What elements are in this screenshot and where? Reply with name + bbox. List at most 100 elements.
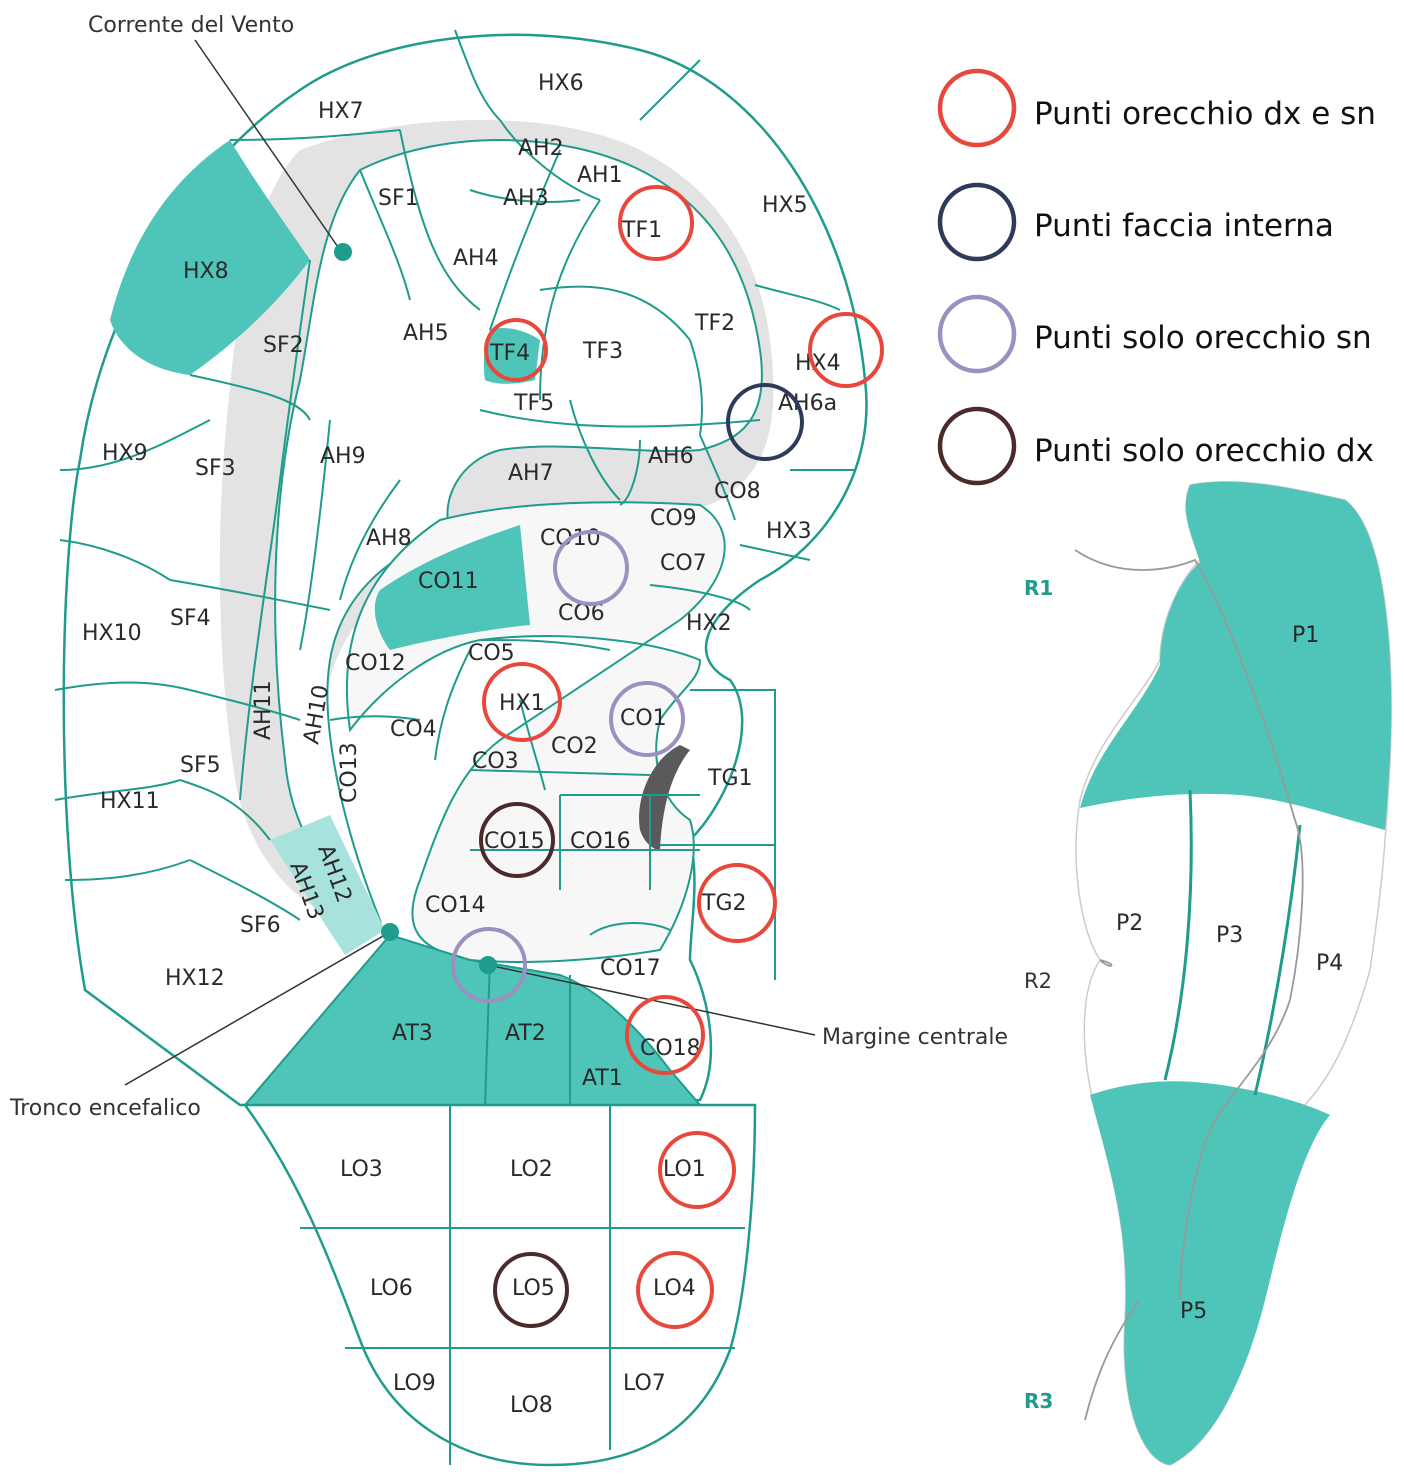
zone-HX8-fill (110, 140, 310, 375)
zone-LO9: LO9 (393, 1371, 436, 1396)
zone-CO16: CO16 (570, 829, 631, 854)
highlight-ring (636, 1251, 714, 1329)
legend-label: Punti solo orecchio dx (1034, 433, 1374, 469)
zone-HX11: HX11 (100, 789, 160, 814)
zone-AH2: AH2 (518, 136, 564, 161)
zone-LO1: LO1 (663, 1157, 706, 1182)
zone-AH3: AH3 (503, 186, 549, 211)
zone-AT1: AT1 (582, 1066, 623, 1091)
zone-CO11-fill (374, 525, 530, 650)
zone-LO7: LO7 (623, 1371, 666, 1396)
highlight-ring (726, 383, 804, 461)
highlight-ring (482, 662, 562, 742)
zone-CO12: CO12 (345, 651, 406, 676)
back-label-R2: R2 (1024, 969, 1052, 993)
zone-SF4: SF4 (170, 606, 211, 631)
zone-CO13: CO13 (337, 742, 362, 803)
zone-LO8: LO8 (510, 1393, 553, 1418)
margine-centrale-dot (479, 956, 497, 974)
legend-ring (937, 294, 1017, 374)
zone-LO2: LO2 (510, 1157, 553, 1182)
back-zone-P3: P3 (1216, 923, 1243, 948)
back-zone-P2: P2 (1116, 911, 1143, 936)
highlight-ring (658, 1131, 736, 1209)
annotation-corrente: Corrente del Vento (88, 13, 294, 38)
zone-AT2: AT2 (505, 1021, 546, 1046)
zone-TF4: TF4 (489, 341, 530, 366)
back-zone-P1: P1 (1292, 623, 1319, 648)
zone-CO9: CO9 (650, 506, 697, 531)
highlight-ring (479, 802, 555, 878)
zone-SF3: SF3 (195, 456, 236, 481)
ear-front-view: Corrente del Vento Tronco encefalico Mar… (9, 13, 1008, 1467)
tronco-encefalico-dot (381, 923, 399, 941)
zone-AT3: AT3 (392, 1021, 433, 1046)
zone-HX5: HX5 (762, 193, 808, 218)
zone-AH5: AH5 (403, 321, 449, 346)
zone-AH13-fill (270, 815, 385, 955)
zone-TF1: TF1 (621, 218, 662, 243)
ear-back-view: R1 R2 R3 P1 P2 P3 P4 P5 (1024, 480, 1392, 1466)
zone-TF3: TF3 (582, 339, 623, 364)
highlight-ring (553, 530, 629, 606)
legend-item: Punti orecchio dx e sn (937, 68, 1376, 148)
zone-CO4: CO4 (390, 717, 437, 742)
highlight-ring (697, 863, 777, 943)
zone-division-lines (54, 29, 855, 980)
zone-HX12: HX12 (165, 966, 225, 991)
back-zone-P5: P5 (1180, 1299, 1207, 1324)
zone-CO18: CO18 (640, 1036, 701, 1061)
zone-SF6: SF6 (240, 913, 281, 938)
highlight-ring (609, 681, 685, 757)
legend: Punti orecchio dx e sn Punti faccia inte… (937, 68, 1376, 486)
zone-HX8: HX8 (183, 259, 229, 284)
highlight-ring (484, 318, 548, 382)
zone-TF5: TF5 (513, 391, 554, 416)
zone-AH11: AH11 (251, 680, 276, 740)
zone-TG2: TG2 (701, 891, 746, 916)
zone-AH4: AH4 (453, 246, 499, 271)
zone-AH7: AH7 (508, 461, 554, 486)
zone-TF4-fill (483, 328, 540, 384)
zone-AH1: AH1 (577, 163, 623, 188)
zone-AH9: AH9 (320, 444, 366, 469)
legend-ring (937, 406, 1017, 486)
zone-CO15: CO15 (484, 829, 545, 854)
intertragic-notch (639, 745, 690, 850)
zone-HX3: HX3 (766, 519, 812, 544)
legend-label: Punti faccia interna (1034, 208, 1334, 244)
zone-AH8: AH8 (366, 526, 412, 551)
zone-CO8: CO8 (714, 479, 761, 504)
annotation-tronco: Tronco encefalico (9, 1096, 201, 1121)
back-view-lines (1074, 549, 1304, 1421)
back-zone-P1-fill (1080, 481, 1392, 830)
zone-HX10: HX10 (82, 621, 142, 646)
zone-HX2: HX2 (686, 611, 732, 636)
zone-CO7: CO7 (660, 551, 707, 576)
back-zone-P5-fill (1090, 1081, 1330, 1465)
zone-AH6a: AH6a (778, 391, 837, 416)
zone-CO14: CO14 (425, 893, 486, 918)
highlight-ring (451, 927, 527, 1003)
back-label-R3: R3 (1024, 1389, 1053, 1413)
zone-CO2: CO2 (551, 734, 598, 759)
zone-HX1: HX1 (499, 691, 545, 716)
legend-ring (937, 68, 1017, 148)
lobule-grid-lines (300, 959, 745, 1465)
zone-TF2: TF2 (694, 311, 735, 336)
zone-LO3: LO3 (340, 1157, 383, 1182)
corrente-del-vento-dot (334, 243, 352, 261)
zone-SF2: SF2 (263, 333, 304, 358)
legend-item: Punti solo orecchio dx (937, 406, 1374, 486)
highlight-ring (625, 995, 705, 1075)
zone-HX7: HX7 (318, 99, 364, 124)
zone-CO17: CO17 (600, 956, 661, 981)
zone-AH6: AH6 (648, 444, 694, 469)
zone-CO1: CO1 (620, 706, 667, 731)
back-zone-P4: P4 (1316, 951, 1343, 976)
legend-item: Punti faccia interna (937, 182, 1334, 262)
zone-LO4: LO4 (653, 1276, 696, 1301)
legend-label: Punti solo orecchio sn (1034, 320, 1372, 356)
